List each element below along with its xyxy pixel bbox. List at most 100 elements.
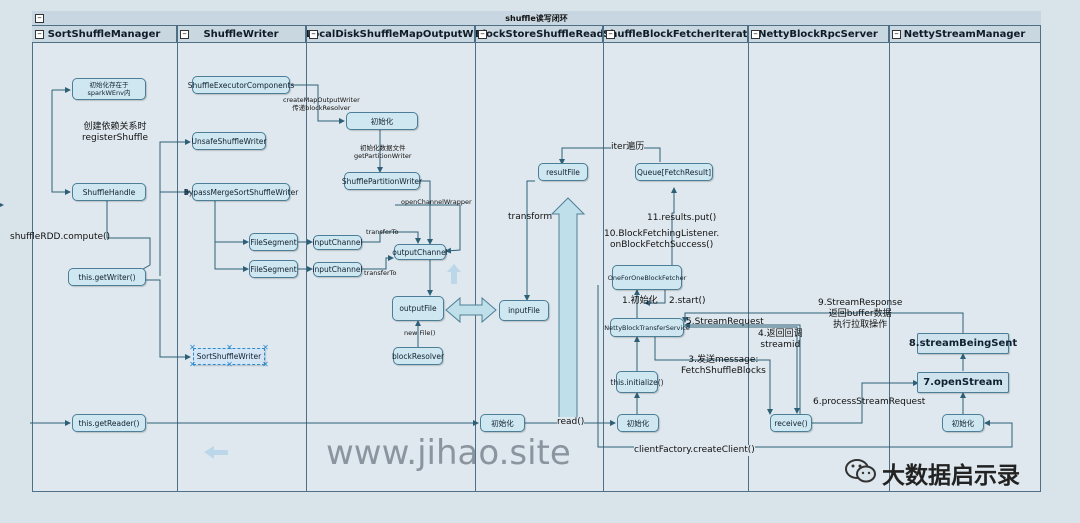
label-read: read() — [557, 417, 585, 428]
edge-bypass-seg2 — [214, 200, 249, 272]
edge-partition-channel — [420, 180, 433, 245]
node-queue[interactable]: Queue[FetchResult] — [635, 163, 713, 181]
label-block-fetching-listener: 10.BlockFetchingListener. onBlockFetchSu… — [604, 229, 720, 250]
label-get-partition-writer: 初始化数据文件 getPartitionWriter — [354, 144, 412, 160]
collapse-icon[interactable]: − — [35, 14, 44, 23]
lane-divider — [177, 26, 178, 491]
node-init-stream[interactable]: 初始化 — [942, 414, 984, 432]
big-vertical-arrow — [550, 197, 586, 424]
node-receive[interactable]: receive() — [770, 414, 812, 432]
label-return-callback-4: 4.返回回调 streamid — [758, 329, 803, 350]
lane-local-disk-writer[interactable]: LocalDiskShuffleMapOutputWriter — [306, 26, 475, 43]
node-stream-being-sent[interactable]: 8.streamBeingSent — [909, 333, 1017, 354]
node-file-segment-2[interactable]: FileSegment — [249, 260, 298, 278]
label-transform: transform — [508, 212, 553, 222]
node-result-file[interactable]: resultFile — [538, 163, 588, 181]
node-file-segment-1[interactable]: FileSegment — [249, 233, 298, 251]
lane-stream-manager[interactable]: NettyStreamManager — [889, 26, 1041, 43]
node-output-file[interactable]: outputFile — [392, 296, 444, 321]
node-sort-writer[interactable]: SortShuffleWriter — [193, 348, 265, 365]
selection-handle-icon[interactable]: ✕ — [262, 343, 269, 352]
lane-divider — [475, 26, 476, 491]
edge-ch1-out — [362, 231, 421, 244]
collapse-icon[interactable]: − — [309, 30, 318, 39]
node-init-reader[interactable]: 初始化 — [480, 414, 525, 432]
node-unsafe-writer[interactable]: UnsafeShuffleWriter — [191, 132, 267, 150]
node-get-writer[interactable]: this.getWriter() — [68, 268, 146, 286]
edge-wrapper — [395, 204, 461, 254]
node-get-reader[interactable]: this.getReader() — [72, 414, 146, 432]
edge-transfer-receive — [654, 337, 773, 415]
diagram-title: shuffle读写闭环 — [32, 11, 1041, 26]
edge-exec-init — [291, 84, 345, 124]
node-input-channel-1[interactable]: inputChannel — [312, 235, 363, 250]
edge-response — [682, 312, 964, 333]
collapse-icon[interactable]: − — [35, 30, 44, 39]
selection-handle-icon[interactable]: ✕ — [262, 360, 269, 369]
label-shuffle-compute: shuffleRDD.compute() — [10, 232, 111, 242]
lane-sort-shuffle-manager[interactable]: SortShuffleManager — [32, 26, 177, 43]
node-block-resolver[interactable]: blockResolver — [392, 347, 444, 365]
node-one-for-one[interactable]: OneForOneBlockFetcher — [608, 265, 686, 290]
edge-resultfile-transform — [524, 180, 535, 301]
edge-process-stream — [812, 380, 919, 424]
node-init-fetcher[interactable]: 初始化 — [617, 414, 659, 432]
label-register-shuffle: 创建依赖关系时 registerShuffle — [81, 122, 149, 143]
collapse-icon[interactable]: − — [606, 30, 615, 39]
label-create-map-output: createMapOutputWriter 传递blockResolver — [283, 96, 360, 112]
collapse-icon[interactable]: − — [751, 30, 760, 39]
watermark-text: www.jihao.site — [326, 433, 571, 473]
collapse-icon[interactable]: − — [478, 30, 487, 39]
edge-handle-writer — [106, 201, 151, 274]
node-output-channel[interactable]: outputChannel — [392, 244, 448, 260]
label-stream-response-9: 9.StreamResponse 返回buffer数据 执行拉取操作 — [818, 298, 903, 330]
edge-ch2-out — [362, 255, 394, 270]
lane-divider — [748, 26, 749, 491]
lane-divider — [306, 26, 307, 491]
collapse-icon[interactable]: − — [892, 30, 901, 39]
node-shuffle-handle[interactable]: ShuffleHandle — [72, 183, 146, 201]
node-open-stream[interactable]: 7.openStream — [917, 372, 1009, 393]
edge-writer-sort — [145, 279, 191, 360]
node-init-sparkenv[interactable]: 初始化存在于 sparkWEnv内 — [72, 78, 146, 100]
node-input-channel-2[interactable]: inputChannel — [312, 262, 363, 277]
lane-shuffle-writer[interactable]: ShuffleWriter — [177, 26, 306, 43]
lane-fetcher-iterator[interactable]: ShuffleBlockFetcherIterator — [603, 26, 748, 43]
label-client-factory: clientFactory.createClient() — [634, 445, 755, 456]
selection-handle-icon[interactable]: ✕ — [226, 360, 233, 369]
big-arrows — [204, 197, 586, 459]
label-results-put: 11.results.put() — [647, 213, 717, 223]
edge-writer-unsafe — [159, 139, 191, 276]
label-send-message-3: 3.发送message: FetchShuffleBlocks — [681, 355, 766, 376]
edge-fetcher-queue — [671, 187, 677, 265]
label-start-2: 2.start() — [669, 296, 706, 306]
edge-stream-request — [685, 326, 800, 414]
node-input-file[interactable]: inputFile — [499, 300, 549, 321]
faint-left-arrow — [204, 446, 228, 459]
node-this-initialize[interactable]: this.initialize() — [610, 371, 664, 393]
node-transfer-service[interactable]: NettyBlockTransferService — [604, 318, 690, 337]
label-init-1: 1.初始化 — [622, 296, 658, 306]
label-transfer-to-1: transferTo — [366, 228, 399, 236]
edge-receive-transfer — [684, 322, 801, 414]
label-new-file: new File() — [404, 329, 436, 337]
brand-name: 大数据启示录 — [882, 463, 1020, 489]
selection-handle-icon[interactable]: ✕ — [189, 360, 196, 369]
lane-block-store-reader[interactable]: BlockStoreShuffleReader — [475, 26, 603, 43]
label-transfer-to-2: transferTo — [364, 269, 397, 277]
wechat-icon — [845, 459, 876, 483]
selection-handle-icon[interactable]: ✕ — [189, 343, 196, 352]
big-horizontal-arrow — [445, 296, 497, 324]
node-executor-components[interactable]: ShuffleExecutorComponents — [188, 76, 294, 94]
selection-handle-icon[interactable]: ✕ — [226, 343, 233, 352]
label-stream-request-5: 5.StreamRequest — [686, 317, 764, 327]
node-init-writer[interactable]: 初始化 — [346, 112, 418, 130]
node-partition-writer[interactable]: ShufflePartitionWriter — [342, 172, 422, 190]
node-bypass-writer[interactable]: BypassMergeSortShuffleWriter — [184, 183, 298, 201]
label-process-stream-request-6: 6.processStreamRequest — [813, 397, 926, 407]
collapse-icon[interactable]: − — [180, 30, 189, 39]
lane-rpc-server[interactable]: NettyBlockRpcServer — [748, 26, 889, 43]
lane-divider — [603, 26, 604, 491]
